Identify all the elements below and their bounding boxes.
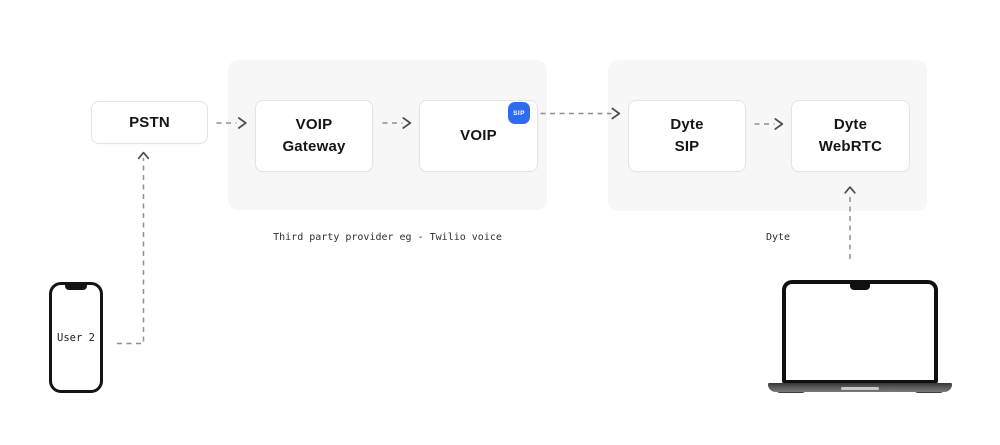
dash-line — [117, 158, 145, 345]
node-dyte-webrtc-label: Dyte WebRTC — [818, 116, 883, 155]
node-pstn-label: PSTN — [129, 113, 170, 131]
sip-badge: SIP — [508, 102, 530, 124]
phone-user-label: User 2 — [57, 331, 95, 344]
laptop-thumb-scoop — [841, 387, 879, 390]
node-dyte-sip: Dyte SIP — [628, 100, 746, 172]
node-voip-gateway: VOIP Gateway — [255, 100, 373, 172]
caption-dyte: Dyte — [765, 232, 791, 243]
laptop-base — [768, 383, 952, 392]
node-dyte-webrtc: Dyte WebRTC — [791, 100, 910, 172]
phone-device-icon: User 2 — [49, 282, 103, 393]
arrowhead-up-icon — [137, 151, 150, 160]
node-voip-gateway-label: VOIP Gateway — [282, 116, 346, 155]
caption-third-party-provider: Third party provider eg - Twilio voice — [273, 232, 502, 243]
node-dyte-sip-label: Dyte SIP — [670, 116, 704, 155]
node-pstn: PSTN — [91, 101, 208, 144]
laptop-screen — [782, 280, 938, 384]
phone-notch — [65, 285, 87, 290]
arrow-phone-to-pstn — [117, 151, 150, 345]
laptop-device-icon — [768, 280, 952, 395]
laptop-camera-notch — [850, 284, 870, 290]
node-voip-label: VOIP — [460, 127, 497, 144]
